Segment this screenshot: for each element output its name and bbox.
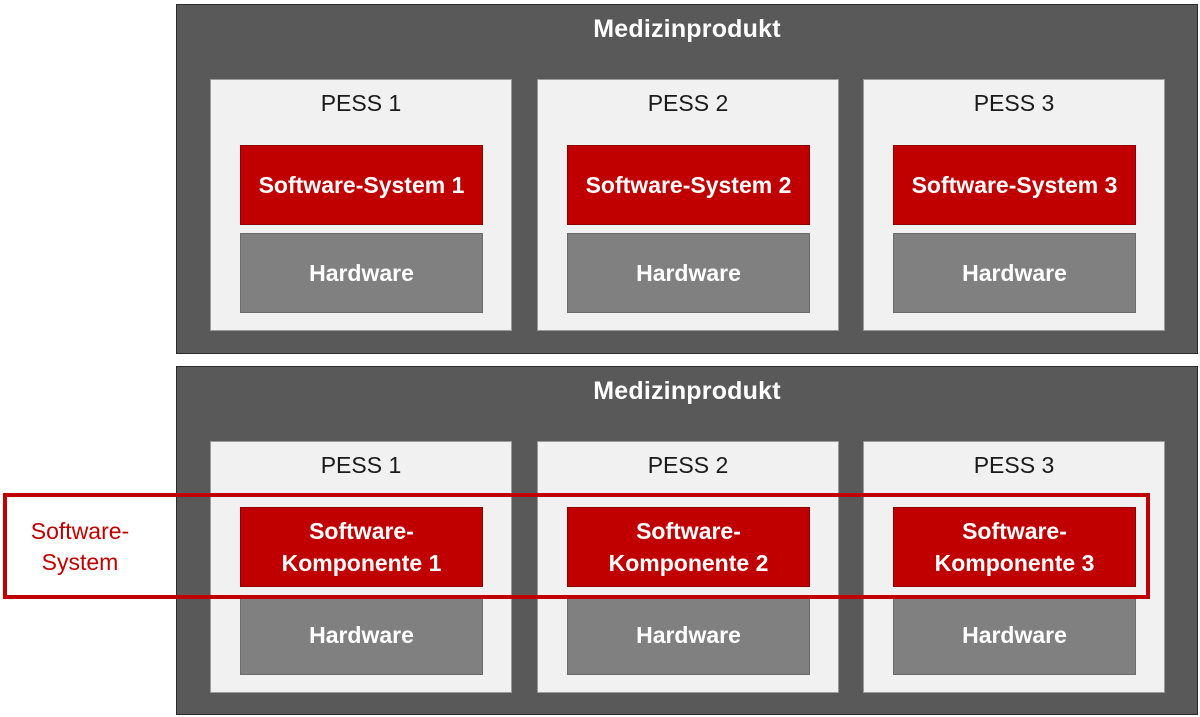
hardware-box: Hardware — [567, 595, 810, 675]
pess-title: PESS 3 — [973, 452, 1055, 478]
hardware-box: Hardware — [893, 233, 1136, 313]
software-component-box: Software- Komponente 1 — [240, 507, 483, 587]
pess-box-1: PESS 1 Software- Komponente 1 Hardware — [210, 441, 512, 693]
pess-title: PESS 3 — [973, 90, 1055, 116]
medizinprodukt-panel-bottom: Medizinprodukt PESS 1 Software- Komponen… — [176, 366, 1198, 715]
pess-box-1: PESS 1 Software-System 1 Hardware — [210, 79, 512, 331]
pess-title: PESS 1 — [320, 90, 402, 116]
pess-title: PESS 2 — [647, 452, 729, 478]
pess-box-2: PESS 2 Software-System 2 Hardware — [537, 79, 839, 331]
pess-title: PESS 1 — [320, 452, 402, 478]
software-system-label: Software- System — [30, 518, 130, 575]
pess-box-2: PESS 2 Software- Komponente 2 Hardware — [537, 441, 839, 693]
software-system-box: Software-System 2 — [567, 145, 810, 225]
hardware-box: Hardware — [240, 595, 483, 675]
software-component-box: Software- Komponente 3 — [893, 507, 1136, 587]
software-system-box: Software-System 1 — [240, 145, 483, 225]
panel-title: Medizinprodukt — [593, 377, 781, 405]
software-system-box: Software-System 3 — [893, 145, 1136, 225]
hardware-box: Hardware — [567, 233, 810, 313]
pess-box-3: PESS 3 Software-System 3 Hardware — [863, 79, 1165, 331]
pess-box-3: PESS 3 Software- Komponente 3 Hardware — [863, 441, 1165, 693]
hardware-box: Hardware — [893, 595, 1136, 675]
hardware-box: Hardware — [240, 233, 483, 313]
medizinprodukt-panel-top: Medizinprodukt PESS 1 Software-System 1 … — [176, 4, 1198, 354]
panel-title: Medizinprodukt — [593, 15, 781, 43]
software-component-box: Software- Komponente 2 — [567, 507, 810, 587]
pess-title: PESS 2 — [647, 90, 729, 116]
